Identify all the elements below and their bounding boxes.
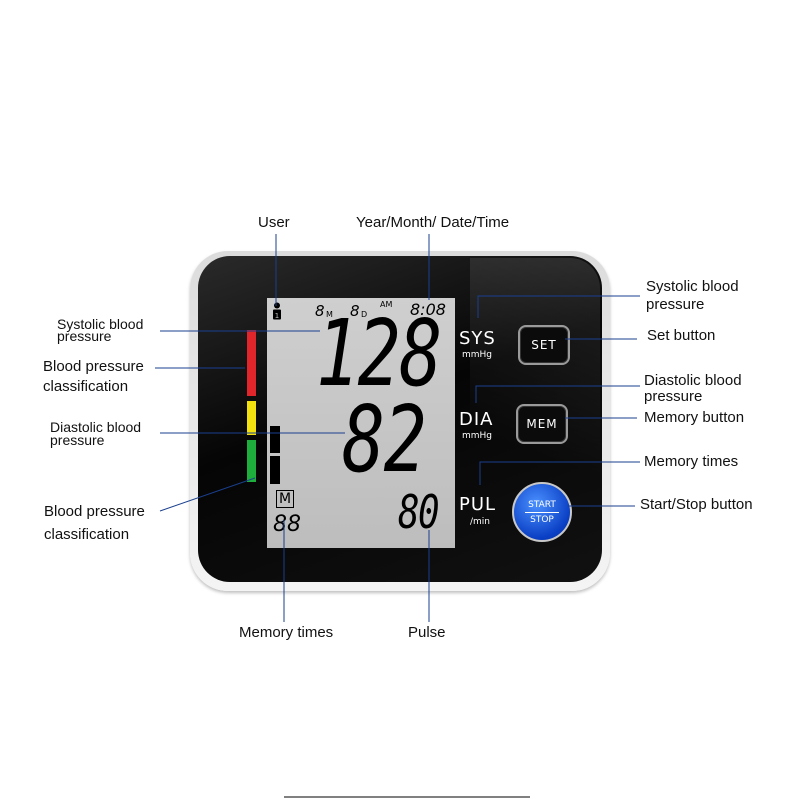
day-value: 8 <box>350 302 360 320</box>
label-systolic-left-1: Systolic blood <box>57 316 144 332</box>
label-diastolic-right-1: Diastolic blood <box>644 372 742 389</box>
label-diastolic-left-2: pressure <box>50 432 105 448</box>
svg-text:1: 1 <box>275 312 279 320</box>
start-stop-divider <box>525 511 559 513</box>
label-datetime: Year/Month/ Date/Time <box>356 214 510 231</box>
label-systolic-left-2: pressure <box>57 328 112 344</box>
day-unit: D <box>361 310 368 319</box>
label-pulse: Pulse <box>408 624 446 641</box>
pulse-reading: 80 <box>398 485 440 539</box>
label-bp-class-bottom-2: classification <box>44 526 130 543</box>
dia-unit: mmHg <box>462 431 493 441</box>
label-set-button: Set button <box>647 327 716 344</box>
label-systolic-right-2: pressure <box>646 296 705 313</box>
lcd-screen <box>267 298 455 548</box>
label-diastolic-right-2: pressure <box>644 388 703 405</box>
label-systolic-right-1: Systolic blood <box>646 278 739 295</box>
pulse-bar-top <box>270 426 280 453</box>
stop-label: STOP <box>530 514 554 525</box>
month-unit: M <box>326 310 333 319</box>
label-user: User <box>258 214 290 231</box>
pul-unit: /min <box>470 517 491 527</box>
label-bp-class-left-1: Blood pressure <box>43 358 144 375</box>
bp-class-yellow <box>247 401 256 435</box>
label-diastolic-left-1: Diastolic blood <box>50 419 142 435</box>
time-value: 8:08 <box>410 300 446 319</box>
start-stop-button[interactable]: START STOP <box>512 482 572 542</box>
systolic-reading: 128 <box>316 300 442 407</box>
label-memory-button: Memory button <box>644 409 745 426</box>
label-bp-class-left-2: classification <box>43 378 129 395</box>
bp-class-green <box>247 440 256 482</box>
sys-unit: mmHg <box>462 350 493 360</box>
ampm-indicator: AM <box>380 300 393 309</box>
memory-count: 88 <box>273 512 301 537</box>
start-label: START <box>528 499 556 510</box>
label-start-stop-button: Start/Stop button <box>640 496 753 513</box>
set-button[interactable]: SET <box>518 325 570 365</box>
pulse-bar-bottom <box>270 456 280 484</box>
label-memory-times-bottom: Memory times <box>239 624 334 641</box>
bp-class-red <box>247 330 256 396</box>
pul-label: PUL <box>459 494 497 515</box>
label-bp-class-bottom-1: Blood pressure <box>44 503 145 520</box>
mem-button[interactable]: MEM <box>516 404 568 444</box>
label-memory-times-right: Memory times <box>644 453 739 470</box>
dia-label: DIA <box>459 409 494 430</box>
sys-label: SYS <box>459 328 496 349</box>
diastolic-reading: 82 <box>342 386 427 493</box>
memory-flag: M <box>276 490 294 508</box>
month-value: 8 <box>315 302 325 320</box>
